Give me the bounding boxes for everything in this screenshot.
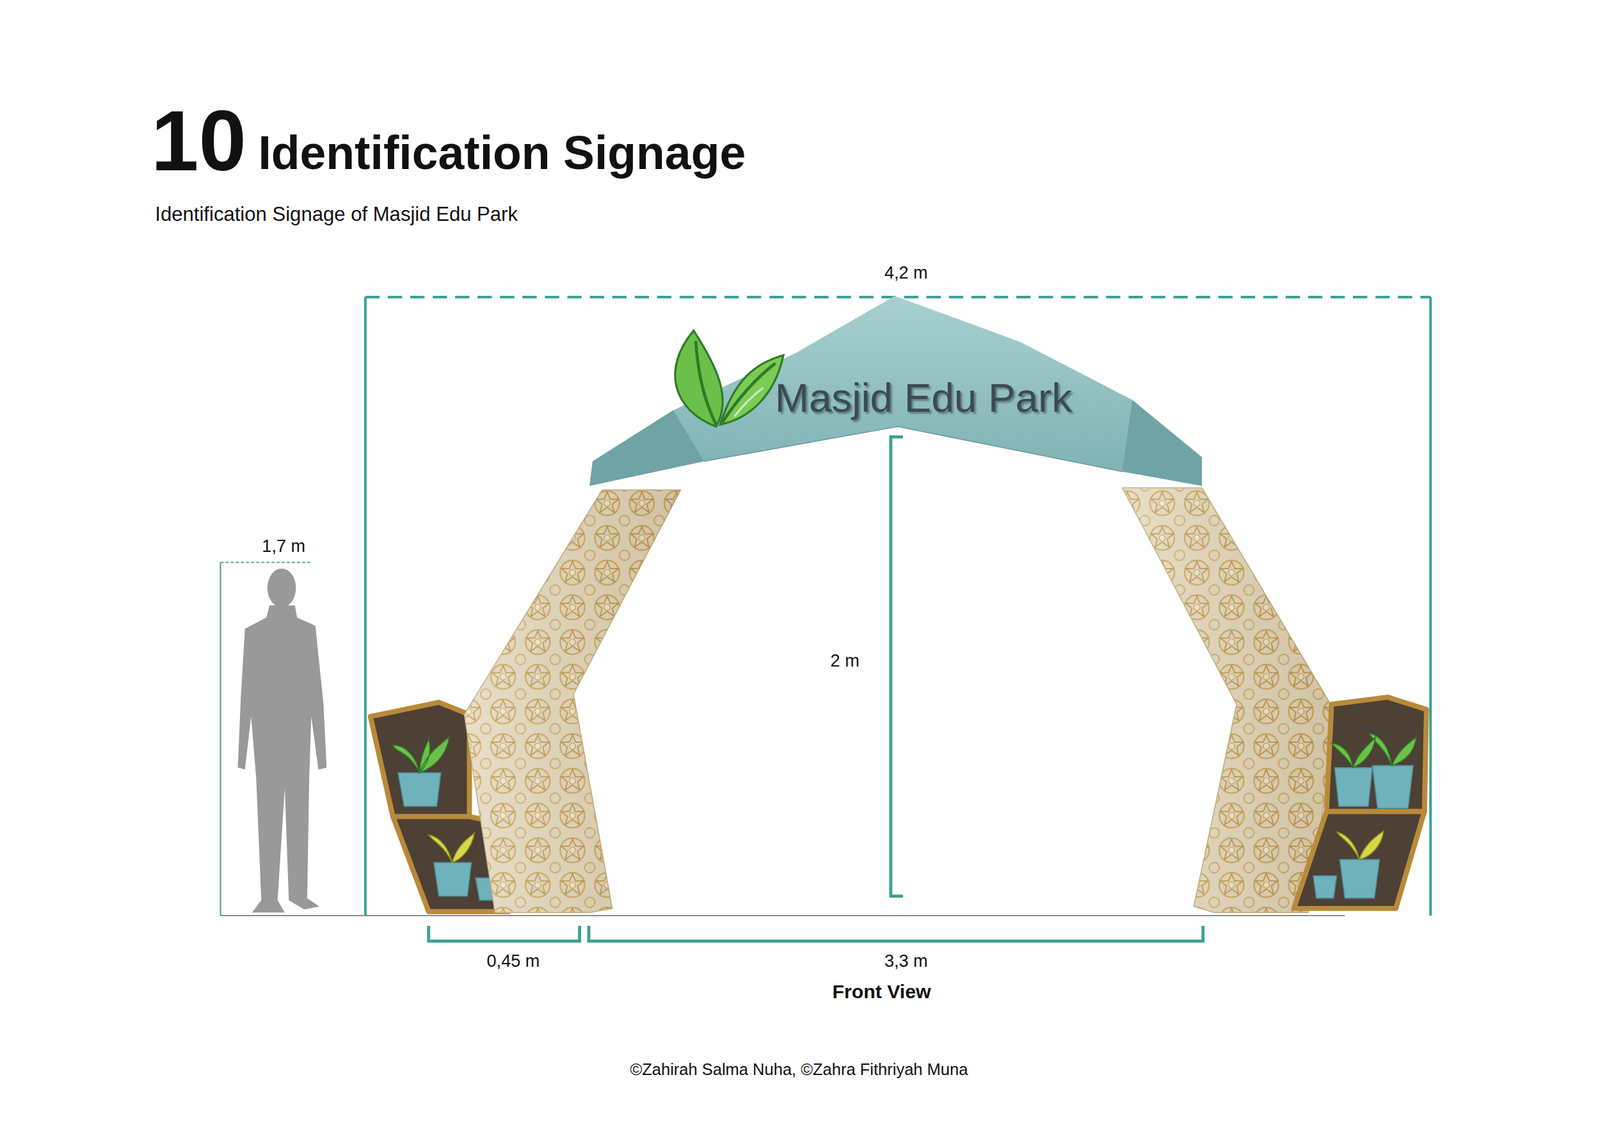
dimension-label: 1,7 m xyxy=(261,535,306,556)
subtitle: Identification Signage of Masjid Edu Par… xyxy=(154,202,518,226)
copyright-note: ©Zahirah Salma Nuha, ©Zahra Fithriyah Mu… xyxy=(629,1059,968,1079)
arch-leg-right xyxy=(1122,487,1337,912)
person-silhouette xyxy=(238,568,328,912)
ground-line xyxy=(220,914,1345,916)
sign-text: Masjid Edu Park xyxy=(775,374,1072,422)
planter-right xyxy=(1294,696,1427,909)
title-text: Identification Signage xyxy=(257,126,746,180)
section-number: 10 xyxy=(151,91,247,191)
dimension-label: 3,3 m xyxy=(884,950,928,971)
leaf-logo xyxy=(675,330,784,427)
dimension-label: 4,2 m xyxy=(884,262,928,283)
dimension-label: 2 m xyxy=(830,650,860,671)
dimension-label: 0,45 m xyxy=(487,950,541,971)
view-label: Front View xyxy=(832,980,931,1003)
dimension-lines xyxy=(220,296,1431,941)
arch-leg-left xyxy=(464,489,681,912)
sign-band: Masjid Edu Park xyxy=(587,293,1204,490)
